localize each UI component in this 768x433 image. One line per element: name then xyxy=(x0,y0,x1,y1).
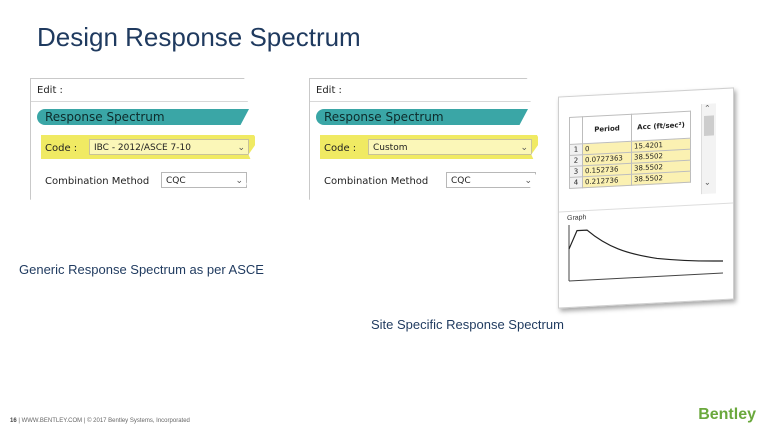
edit-label: Edit : xyxy=(316,85,342,96)
code-value: IBC - 2012/ASCE 7-10 xyxy=(94,143,191,153)
section-label: Response Spectrum xyxy=(324,110,444,124)
slide-title: Design Response Spectrum xyxy=(37,22,361,52)
separator xyxy=(31,101,258,102)
separator xyxy=(310,101,541,102)
period-header: Period xyxy=(582,114,632,144)
chevron-down-icon: ⌄ xyxy=(235,176,243,186)
combination-method-dropdown[interactable]: CQC ⌄ xyxy=(161,172,247,188)
row-index: 1 xyxy=(569,143,583,156)
combination-method-value: CQC xyxy=(451,176,471,186)
generic-response-spectrum-panel: Edit : Response Spectrum Code : IBC - 20… xyxy=(30,78,258,209)
combination-method-value: CQC xyxy=(166,176,186,186)
page-number: 16 xyxy=(10,418,17,424)
site-response-spectrum-panel: Edit : Response Spectrum Code : Custom ⌄… xyxy=(309,78,541,209)
code-label: Code : xyxy=(45,143,78,154)
row-index: 2 xyxy=(569,154,583,167)
scrollbar-thumb[interactable] xyxy=(704,115,714,136)
spectrum-graph xyxy=(568,225,724,282)
row-index: 3 xyxy=(569,165,583,178)
acc-header: Acc (ft/sec²) xyxy=(631,111,691,142)
section-label: Response Spectrum xyxy=(45,110,165,124)
graph-x-axis xyxy=(569,272,723,282)
chevron-down-icon: ⌄ xyxy=(520,143,528,153)
acc-cell[interactable]: 38.5502 xyxy=(631,171,691,186)
spectrum-curve xyxy=(568,229,724,262)
spectrum-table: Period Acc (ft/sec²) 1 0 15.4201 2 0.072… xyxy=(569,111,691,189)
footer-divider: | xyxy=(83,418,88,424)
code-label: Code : xyxy=(324,143,357,154)
graph-label: Graph xyxy=(567,214,587,223)
site-caption: Site Specific Response Spectrum xyxy=(371,317,564,332)
response-spectrum-section-header[interactable]: Response Spectrum xyxy=(37,109,249,125)
table-scrollbar[interactable]: ⌃ ⌄ xyxy=(701,103,716,195)
combination-method-label: Combination Method xyxy=(45,176,150,187)
row-index: 4 xyxy=(569,176,583,189)
combination-method-label: Combination Method xyxy=(324,176,429,187)
period-cell[interactable]: 0.212736 xyxy=(582,174,632,188)
footer-website: WWW.BENTLEY.COM xyxy=(21,418,83,424)
bentley-logo: Bentley xyxy=(698,406,756,423)
row-index-header xyxy=(569,116,583,145)
code-dropdown[interactable]: IBC - 2012/ASCE 7-10 ⌄ xyxy=(89,139,249,155)
footer-copyright: © 2017 Bentley Systems, Incorporated xyxy=(87,418,190,424)
code-value: Custom xyxy=(373,143,408,153)
generic-caption: Generic Response Spectrum as per ASCE xyxy=(19,262,264,277)
combination-method-dropdown[interactable]: CQC ⌄ xyxy=(446,172,536,188)
custom-spectrum-table-panel: Period Acc (ft/sec²) 1 0 15.4201 2 0.072… xyxy=(558,87,734,309)
footer: 16 | WWW.BENTLEY.COM | © 2017 Bentley Sy… xyxy=(10,418,190,424)
response-spectrum-section-header[interactable]: Response Spectrum xyxy=(316,109,528,125)
code-dropdown[interactable]: Custom ⌄ xyxy=(368,139,532,155)
chevron-up-icon[interactable]: ⌃ xyxy=(704,103,711,113)
chevron-down-icon: ⌄ xyxy=(237,143,245,153)
chevron-down-icon[interactable]: ⌄ xyxy=(704,177,711,187)
footer-divider: | xyxy=(18,418,22,424)
edit-label: Edit : xyxy=(37,85,63,96)
chevron-down-icon: ⌄ xyxy=(524,176,532,186)
separator xyxy=(559,202,733,213)
